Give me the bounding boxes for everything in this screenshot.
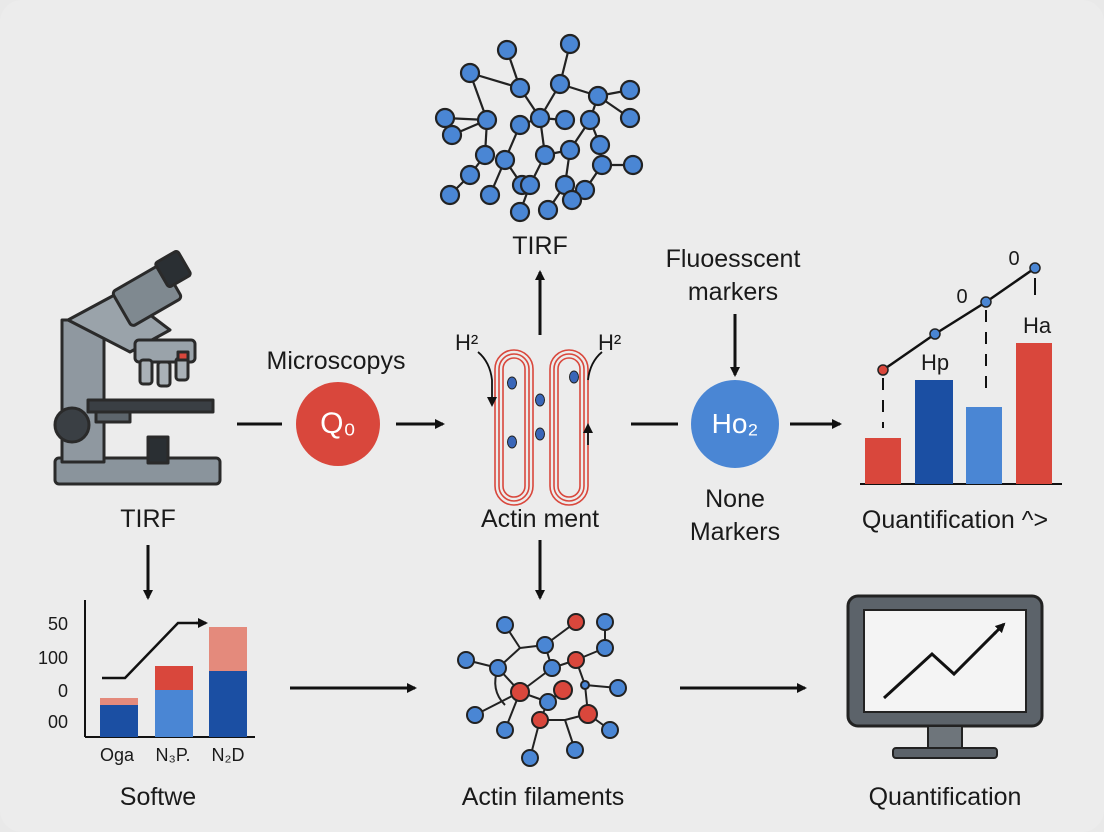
label-fluorescent-1: Fluoesscent: [665, 245, 801, 273]
software-chart: [84, 600, 255, 738]
chart-left-ytick-2: 100: [38, 648, 69, 668]
label-h2-left: H²: [455, 330, 479, 355]
actin-hook-right: [587, 351, 603, 381]
chart-right-bar-1: [865, 438, 901, 484]
chart-left-ytick-1: 50: [48, 614, 69, 634]
label-tirf-top: TIRF: [512, 232, 568, 260]
label-microscopys: Microscopys: [266, 347, 406, 375]
label-quantification-right: Quantification ^>: [861, 506, 1049, 534]
chart-left-bar-2-top: [155, 666, 193, 690]
label-actin-filaments: Actin filaments: [461, 783, 625, 811]
monitor-trend-line: [882, 630, 998, 700]
chart-left-ytick-4: 00: [48, 712, 69, 732]
label-markers: Markers: [689, 518, 781, 546]
label-none: None: [705, 485, 765, 513]
actin-network-icon: [457, 613, 627, 767]
chart-left-bar-3-top: [209, 627, 247, 671]
microscope-icon: [53, 249, 222, 486]
label-tirf-left: TIRF: [120, 505, 176, 533]
actin-arrow-left: [477, 351, 497, 407]
label-fluorescent-2: markers: [687, 278, 779, 306]
chart-left-xlabel-1: Oga: [99, 745, 135, 765]
chart-right-bar-4: [1016, 343, 1052, 484]
chart-right-point-3: [980, 296, 992, 308]
chart-left-xlabel-3: N₂D: [211, 745, 245, 765]
molecule-cluster-icon: [434, 33, 644, 223]
label-actin-ment: Actin ment: [480, 505, 600, 533]
red-node-label: Q₀: [320, 407, 356, 440]
chart-left-trend-line: [102, 621, 198, 680]
chart-right-label-hp: Hp: [920, 350, 950, 375]
blue-marker-node: [691, 380, 779, 468]
chart-right-bar-3: [966, 407, 1002, 484]
blue-node-label: Ho₂: [711, 408, 759, 439]
red-process-node: [296, 382, 380, 466]
chart-right-point-2: [929, 328, 941, 340]
chart-left-bar-1: [100, 705, 138, 737]
label-quantification-bottom: Quantification: [868, 783, 1022, 811]
chart-right-point-4: [1029, 262, 1041, 274]
actin-particles: [507, 370, 579, 449]
monitor-icon: [846, 594, 1044, 759]
chart-left-bar-1-top: [100, 698, 138, 705]
chart-right-label-0b: 0: [1008, 248, 1020, 270]
label-software: Softwe: [119, 783, 197, 811]
chart-left-bar-3: [209, 671, 247, 737]
chart-right-label-0a: 0: [956, 286, 968, 308]
chart-right-label-ha: Ha: [1022, 313, 1052, 338]
label-h2-right: H²: [598, 330, 622, 355]
chart-right-trend-line: [882, 266, 1036, 372]
flow-arrows: [143, 270, 842, 693]
chart-left-xlabel-2: N₃P.: [155, 745, 191, 765]
chart-left-ytick-3: 0: [58, 681, 69, 701]
quantification-chart: [860, 262, 1062, 485]
chart-right-bar-2: [915, 380, 953, 484]
chart-left-bar-2: [155, 690, 193, 737]
chart-right-point-1: [877, 364, 889, 376]
